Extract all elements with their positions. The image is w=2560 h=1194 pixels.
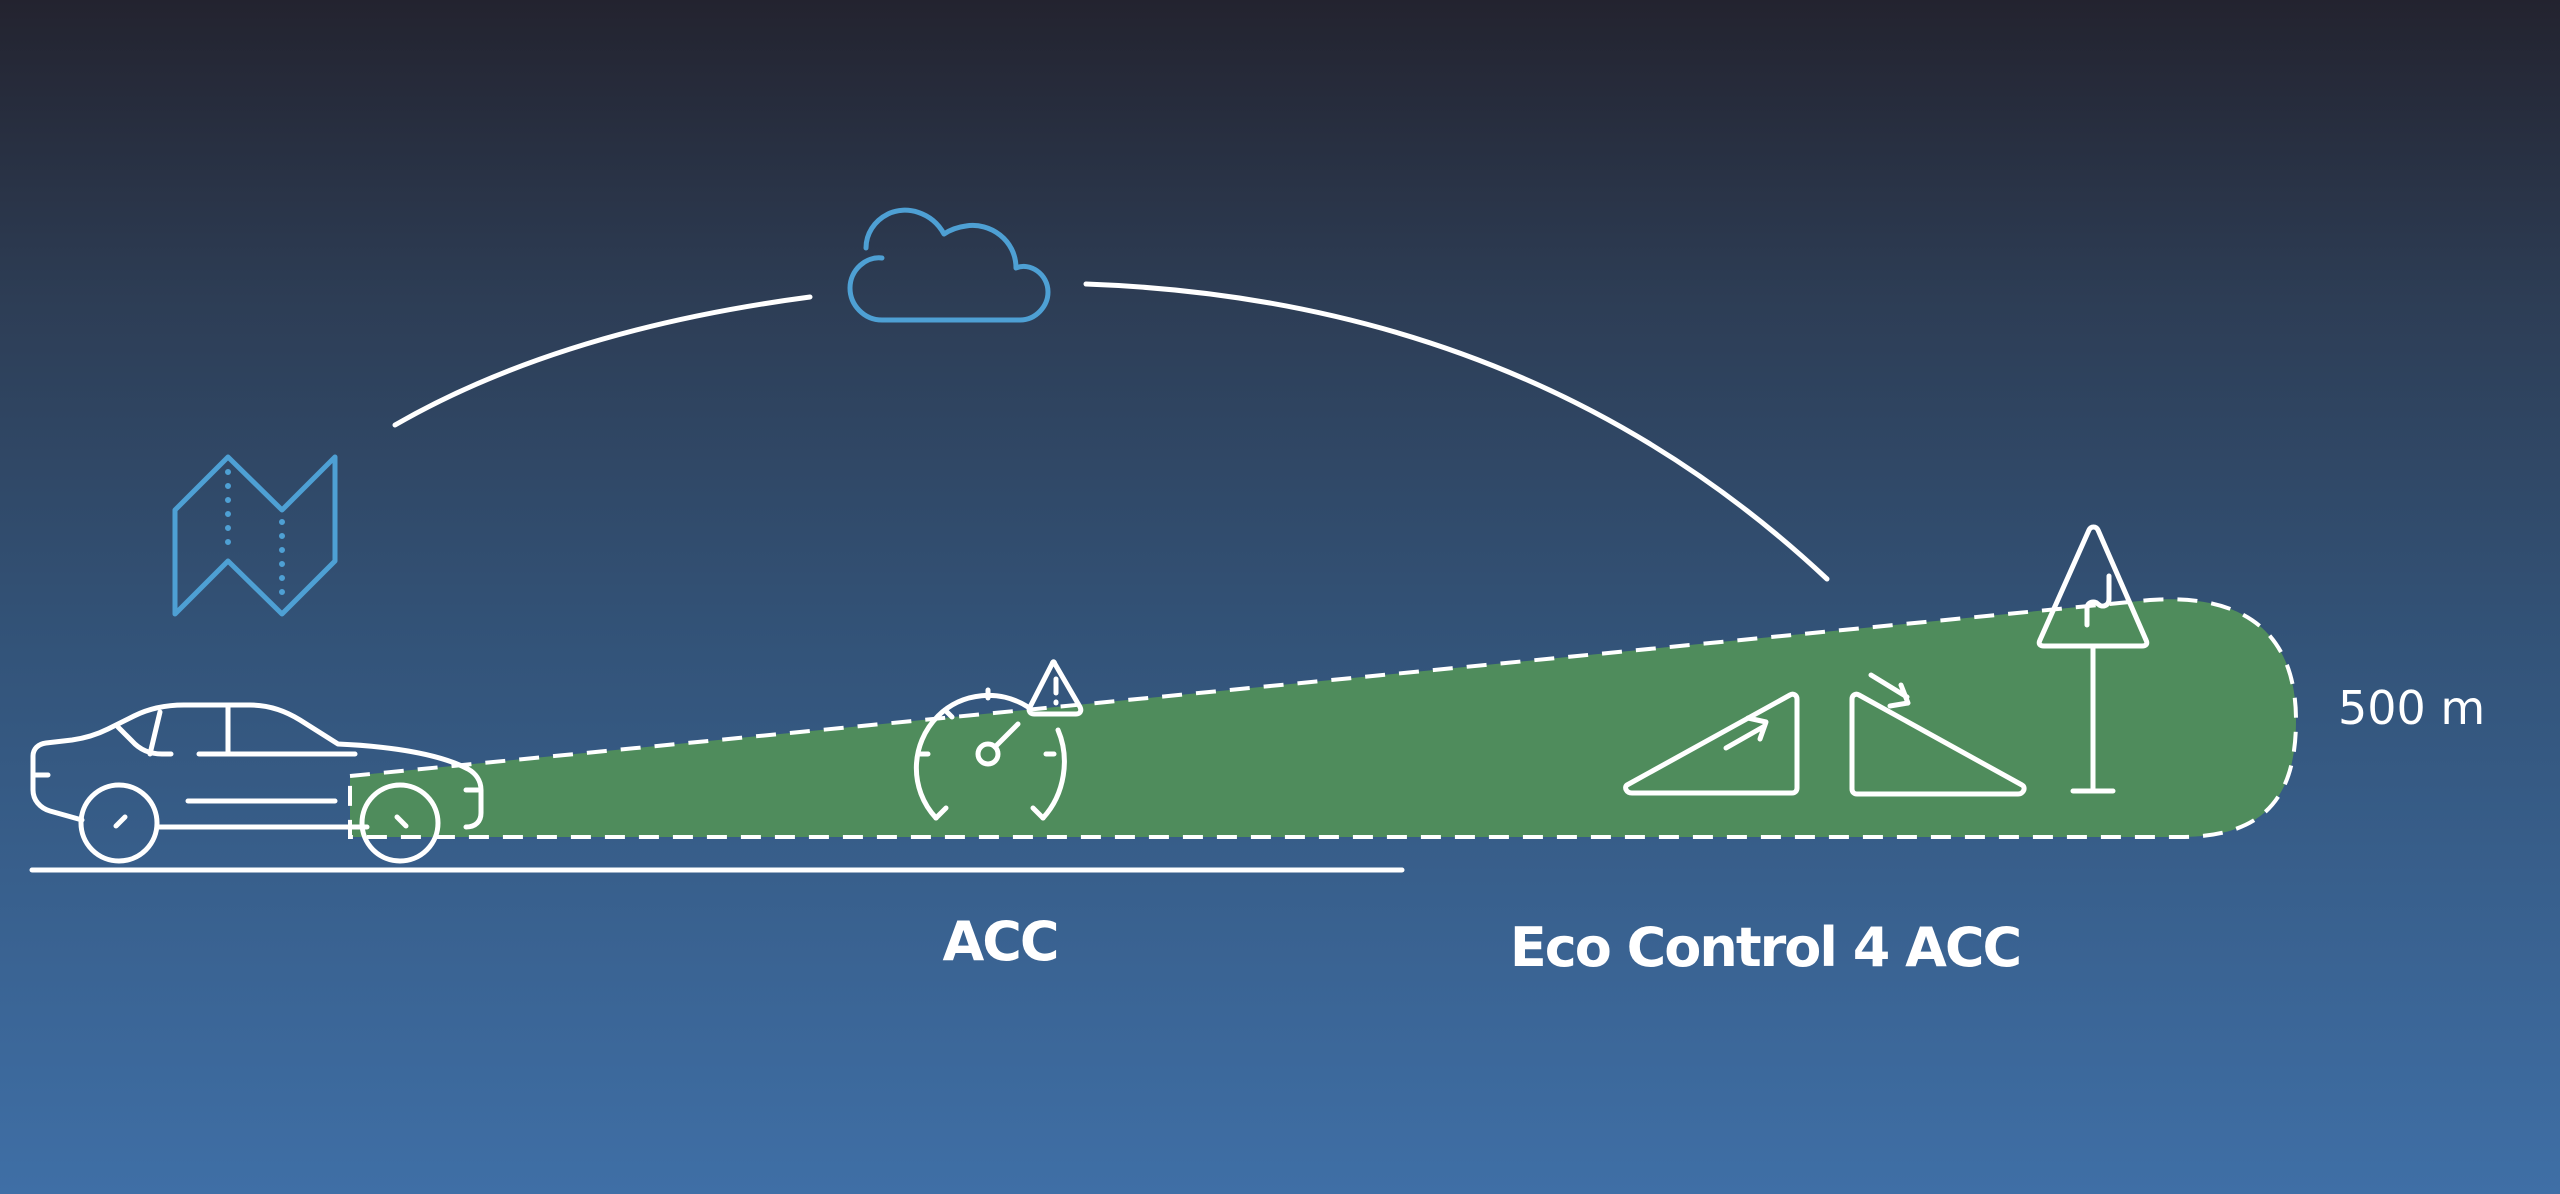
speedometer-warning-icon: [913, 659, 1084, 821]
map-icon: [172, 454, 338, 617]
cloud-icon: [847, 207, 1051, 323]
connection-arc-cloud-sign: [1083, 281, 1830, 582]
car-icon: [30, 702, 484, 864]
connection-arc-map-cloud: [392, 294, 813, 428]
downhill-gradient-icon: [1849, 672, 2027, 797]
detection-zone: [348, 597, 2299, 839]
winding-road-sign-icon: [2036, 524, 2150, 794]
uphill-gradient-icon: [1623, 691, 1800, 796]
acc-label: ACC: [942, 910, 1057, 973]
distance-label: 500 m: [2338, 681, 2485, 735]
eco-control-label: Eco Control 4 ACC: [1510, 916, 2020, 979]
